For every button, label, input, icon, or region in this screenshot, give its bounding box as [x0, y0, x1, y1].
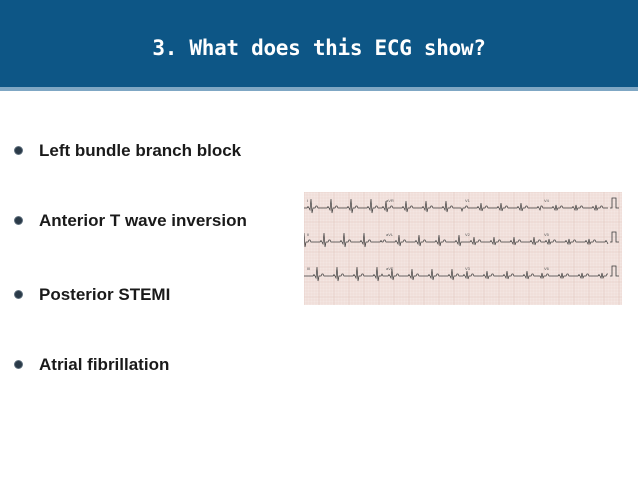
- ecg-lead-label: V1: [465, 198, 471, 203]
- ecg-lead-label: V5: [544, 232, 550, 237]
- slide-title: 3. What does this ECG show?: [152, 36, 486, 60]
- bullet-icon: [14, 216, 23, 225]
- ecg-lead-label: V6: [544, 266, 550, 271]
- bullet-icon: [14, 360, 23, 369]
- ecg-calibration-pulse: [610, 265, 619, 277]
- ecg-lead-label: III: [307, 266, 310, 271]
- ecg-lead-label: aVL: [386, 232, 394, 237]
- ecg-lead-label: aVR: [386, 198, 394, 203]
- ecg-lead-label: aVF: [386, 266, 394, 271]
- answer-option-label: Posterior STEMI: [39, 285, 171, 304]
- answer-option-label: Atrial fibrillation: [39, 355, 170, 374]
- ecg-lead-label: V4: [544, 198, 550, 203]
- answer-option-label: Anterior T wave inversion: [39, 211, 247, 230]
- ecg-calibration-pulse: [610, 197, 619, 209]
- ecg-grid: [304, 192, 622, 305]
- bullet-icon: [14, 146, 23, 155]
- ecg-lead-label: V2: [465, 232, 471, 237]
- title-bar: 3. What does this ECG show?: [0, 0, 638, 91]
- bullet-icon: [14, 290, 23, 299]
- ecg-lead-label: V3: [465, 266, 471, 271]
- ecg-trace-row: [304, 232, 609, 248]
- ecg-lead-label: II: [307, 232, 309, 237]
- ecg-lead-label: I: [307, 198, 308, 203]
- ecg-trace-row: [304, 198, 608, 214]
- ecg-trace-row: [304, 266, 608, 282]
- answer-option-label: Left bundle branch block: [39, 141, 242, 160]
- ecg-calibration-pulse: [610, 231, 619, 243]
